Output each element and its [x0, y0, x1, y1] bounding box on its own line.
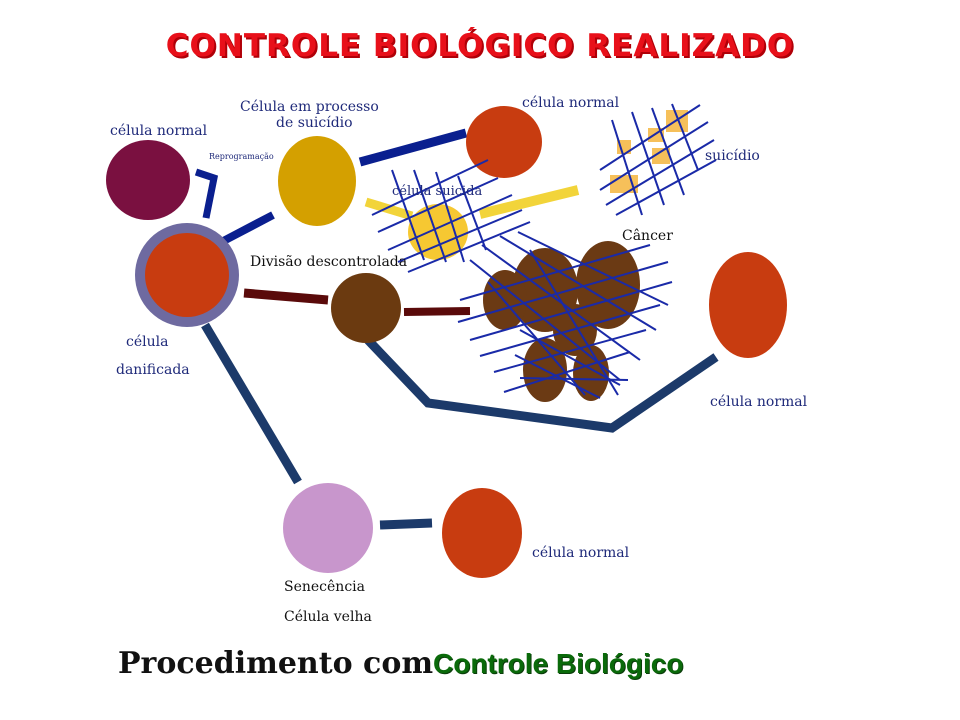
label-reprogramming: Reprogramação	[209, 152, 274, 161]
senescent-cell	[283, 483, 373, 573]
footer-bio-control-text: Controle Biológico	[433, 648, 684, 679]
label-uncontrolled-division: Divisão descontrolada	[250, 254, 407, 270]
hatch-line	[457, 261, 669, 323]
label-cancer: Câncer	[622, 228, 673, 244]
connector-reprogramming	[194, 168, 219, 219]
hatch-line	[651, 107, 685, 196]
hatch-line	[529, 249, 619, 396]
hatch-line	[469, 259, 621, 381]
label-suicide: suicídio	[705, 148, 760, 164]
diagram-title: CONTROLE BIOLÓGICO REALIZADO	[165, 28, 795, 64]
suicide-cell-blob	[408, 204, 468, 260]
label-suicide-process-2: de suicídio	[276, 115, 353, 131]
label-suicide-process: Célula em processo	[240, 99, 379, 115]
footer-panel	[110, 638, 800, 700]
hatch-line	[391, 169, 425, 261]
connector-division-cancer	[403, 307, 471, 316]
label-senescence: Senecência	[284, 579, 365, 595]
hatch-line	[631, 111, 665, 206]
hatch-line	[503, 351, 631, 393]
connector-senescence-normal	[379, 518, 433, 530]
hatch-line	[371, 159, 489, 216]
hatch-line	[517, 231, 669, 306]
connector-suicide-cell	[478, 185, 580, 219]
hatch-line	[615, 159, 717, 216]
hatch-line	[599, 121, 709, 191]
hatch-line	[599, 104, 701, 171]
label-normal-right: célula normal	[710, 394, 808, 410]
normal-cell-top	[466, 106, 542, 178]
connector-damaged-division	[243, 288, 329, 305]
connectors	[194, 128, 719, 530]
hatch-line	[413, 169, 447, 263]
connector-navy-senescence	[201, 322, 302, 485]
hatch-line	[459, 244, 651, 301]
hatch-line	[493, 329, 647, 373]
hatch-line	[387, 194, 513, 251]
connector-suicide-normal	[358, 128, 468, 167]
hatch-line	[671, 103, 699, 171]
hatch-line	[397, 209, 523, 263]
hatch-line	[407, 221, 531, 273]
hatch-line	[435, 171, 465, 263]
footer-procedure-text: Procedimento com	[118, 646, 434, 681]
suicide-process-cell	[278, 136, 356, 226]
connector-navy-normal-right	[364, 336, 719, 433]
label-normal-bottom: célula normal	[532, 545, 630, 561]
hatch-line	[605, 139, 715, 206]
hatch-overlay	[371, 103, 717, 399]
connector-suicide-cell-left	[364, 197, 414, 221]
label-old-cell: Célula velha	[284, 609, 372, 625]
damaged-cell	[145, 233, 229, 317]
label-normal-top: célula normal	[522, 95, 620, 111]
hatch-line	[519, 377, 629, 381]
stem-cell	[106, 140, 190, 220]
label-damaged-1: célula	[126, 334, 168, 350]
hatch-line	[514, 354, 601, 399]
label-damaged-2: danificada	[116, 362, 190, 378]
label-suicide-cell: célula suicida	[392, 184, 483, 199]
normal-cell-right	[709, 252, 787, 358]
hatch-line	[519, 329, 621, 386]
normal-cell-bottom	[442, 488, 522, 578]
hatch-line	[377, 177, 499, 233]
hatch-line	[611, 119, 643, 216]
division-cell	[331, 273, 401, 343]
hatch-line	[499, 235, 657, 331]
hatch-line	[457, 175, 487, 251]
label-normal-top-left: célula normal	[110, 123, 208, 139]
